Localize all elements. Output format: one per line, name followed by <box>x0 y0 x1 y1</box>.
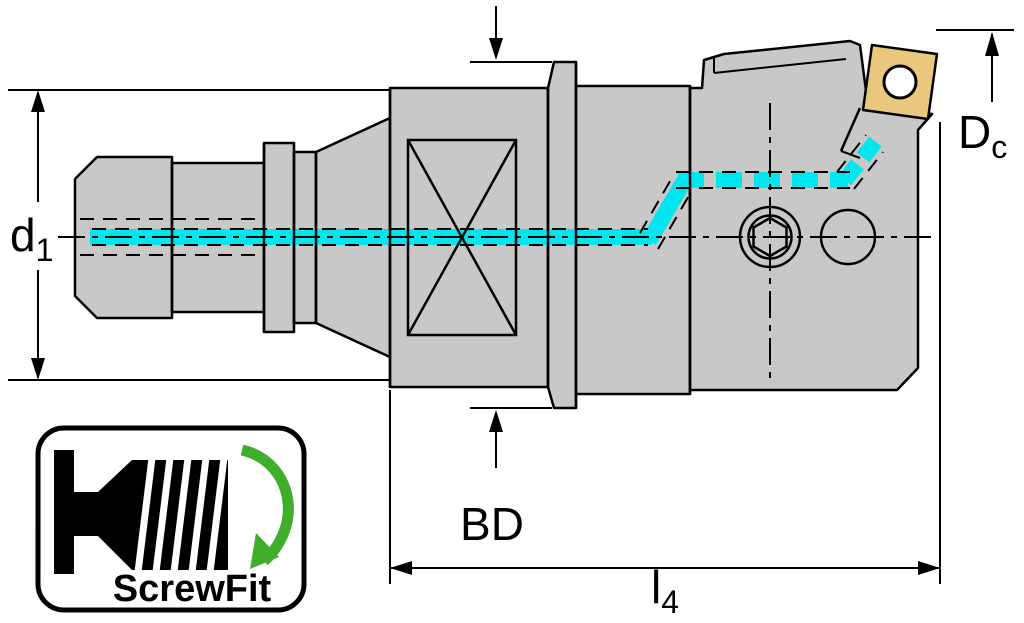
arrowhead-up-icon <box>31 90 45 112</box>
badge-label: ScrewFit <box>113 568 272 610</box>
thread-stripe <box>134 457 156 573</box>
thread-stripe <box>152 457 174 573</box>
clamp-screw-outer-circle <box>738 205 802 269</box>
screwfit-screw-icon <box>54 450 228 574</box>
arrowhead-down-icon <box>489 38 503 60</box>
coolant-diagonal-upper <box>838 136 883 185</box>
cross-diagonal <box>406 139 518 336</box>
l4-label: l4 <box>651 561 679 620</box>
coolant-channel <box>90 136 883 246</box>
dimension-d1: d1 <box>8 89 390 381</box>
coolant-wall-hidden-line <box>836 134 867 173</box>
hidden-lines <box>80 134 884 256</box>
coolant-main-bore <box>90 229 652 245</box>
dimension-dc: Dc <box>936 29 1014 165</box>
coolant-diagonal-lower <box>642 176 691 246</box>
bd-label: BD <box>460 498 524 550</box>
arrowhead-up-icon <box>985 32 999 56</box>
thread-stripe <box>188 457 210 573</box>
adjustment-screw-circle <box>819 208 877 266</box>
screwfit-badge: ScrewFit <box>35 425 307 613</box>
hex-socket-icon <box>752 216 788 258</box>
seat-inner-line <box>713 58 847 74</box>
coolant-wall-hidden-line <box>639 175 674 234</box>
d1-label: d1 <box>10 209 53 268</box>
insert-screw-hole <box>882 64 918 100</box>
rotation-arrow-icon <box>240 444 294 569</box>
arrowhead-down-icon <box>31 358 45 380</box>
clamp-screw-inner-circle <box>747 214 793 260</box>
thread-stripe <box>206 457 228 573</box>
screw-neck <box>74 492 98 536</box>
insert-pocket-line <box>840 150 861 159</box>
dc-label: Dc <box>958 106 1007 165</box>
arrowhead-left-icon <box>390 561 412 575</box>
dimension-bd: BD <box>460 6 552 550</box>
cutting-insert <box>861 43 939 121</box>
arrowhead-right-icon <box>918 561 940 575</box>
screw-flange <box>54 450 74 574</box>
coolant-wall-hidden-line <box>657 191 692 250</box>
head-details <box>713 57 877 269</box>
rotation-arrow-head <box>250 533 279 569</box>
dimension-l4: l4 <box>389 122 941 620</box>
thread-stripe <box>170 457 192 573</box>
insert-pocket-line <box>839 107 862 152</box>
coolant-wall-hidden-line <box>853 151 884 190</box>
arrowhead-up-icon <box>489 410 503 432</box>
